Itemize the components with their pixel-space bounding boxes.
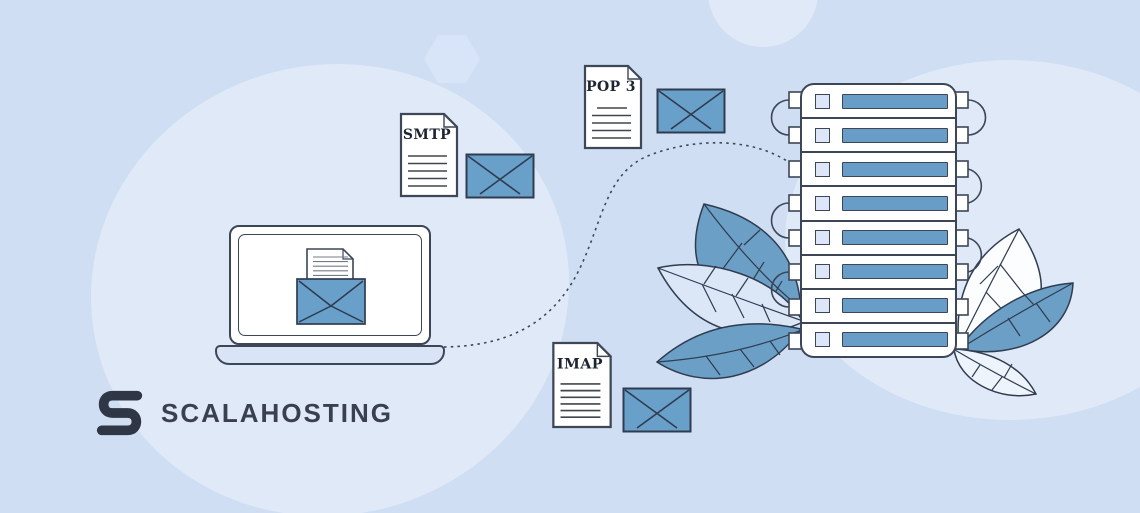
server-drive-bar bbox=[842, 332, 948, 348]
hexagon-shape bbox=[424, 35, 480, 83]
brand-logo: SCALAHOSTING bbox=[93, 386, 393, 440]
doc-text-lines bbox=[592, 107, 631, 139]
doc-text-lines bbox=[408, 155, 447, 187]
doc-text-lines bbox=[560, 383, 601, 419]
server-cables bbox=[770, 91, 987, 350]
protocol-doc-smtp: SMTP bbox=[399, 112, 459, 198]
server-unit-row bbox=[802, 256, 955, 290]
laptop-base bbox=[215, 345, 445, 365]
envelope-icon-imap bbox=[622, 387, 692, 433]
protocol-doc-title: POP 3 bbox=[586, 79, 636, 95]
server-drive-bar bbox=[842, 230, 948, 246]
server-drive-bar bbox=[842, 127, 948, 143]
protocol-doc-title: SMTP bbox=[403, 127, 451, 143]
protocol-doc-imap: IMAP bbox=[552, 341, 612, 429]
leaf-icon bbox=[655, 323, 803, 380]
server-led-square bbox=[815, 93, 830, 109]
email-envelope-icon bbox=[296, 278, 366, 325]
server-led-square bbox=[815, 332, 830, 348]
server-drive-bar bbox=[842, 298, 948, 314]
envelope-icon-smtp bbox=[465, 153, 535, 199]
left-leaves bbox=[655, 203, 805, 380]
server-led-square bbox=[815, 127, 830, 143]
server-led-square bbox=[815, 298, 830, 314]
server-led-square bbox=[815, 195, 830, 211]
server-led-square bbox=[815, 264, 830, 280]
server-led-square bbox=[815, 230, 830, 246]
laptop-screen-frame bbox=[238, 234, 422, 336]
server-unit-row bbox=[802, 85, 955, 120]
server-drive-bar bbox=[842, 264, 948, 280]
server-drive-bar bbox=[842, 195, 948, 211]
server-drive-bar bbox=[842, 93, 948, 109]
protocol-doc-title: IMAP bbox=[557, 357, 603, 373]
email-opened-illustration bbox=[296, 248, 366, 325]
server-unit-row bbox=[802, 290, 955, 324]
laptop-screen bbox=[229, 225, 431, 345]
background-circle-top bbox=[708, 0, 818, 47]
connection-dotted-line bbox=[443, 141, 791, 348]
server-unit-row bbox=[802, 222, 955, 256]
protocol-doc-pop3: POP 3 bbox=[583, 64, 643, 150]
brand-logo-text: SCALAHOSTING bbox=[161, 397, 393, 428]
server-unit-row bbox=[802, 324, 955, 356]
server-led-square bbox=[815, 161, 830, 177]
server-unit-row bbox=[802, 153, 955, 188]
brand-logo-mark bbox=[96, 390, 143, 436]
envelope-icon-pop3 bbox=[656, 88, 726, 134]
server-drive-bar bbox=[842, 161, 948, 177]
server-unit-row bbox=[802, 187, 955, 222]
server-unit-row bbox=[802, 119, 955, 154]
server-rack bbox=[800, 83, 957, 358]
